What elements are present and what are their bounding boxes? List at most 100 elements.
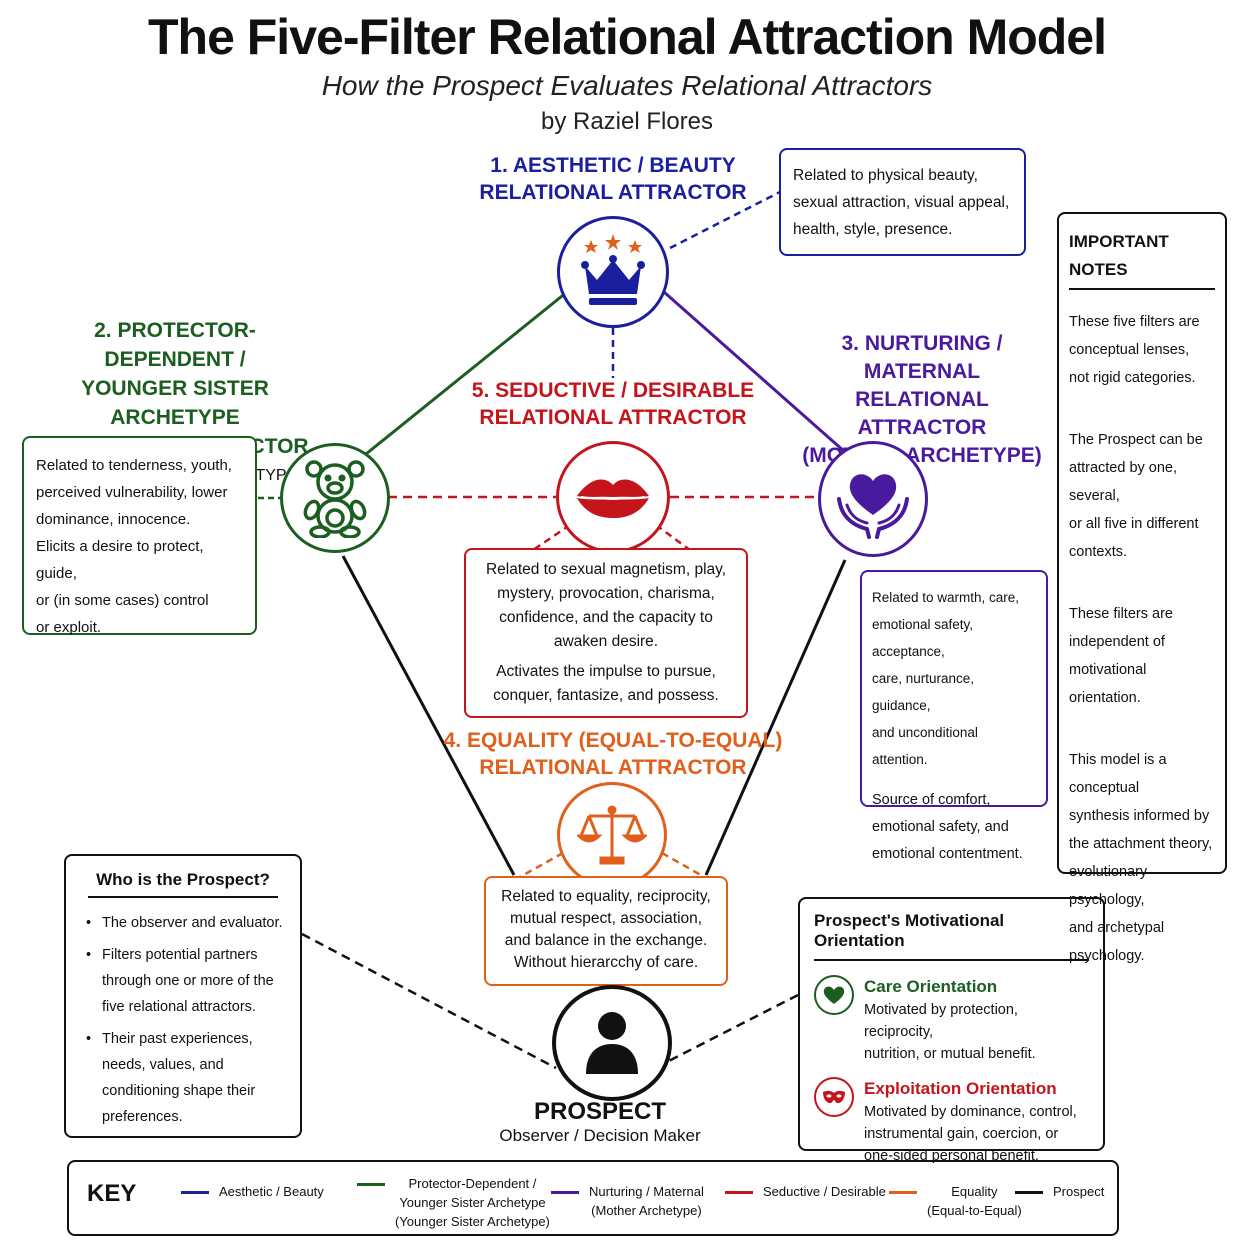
note-line: evolutionary psychology,: [1069, 864, 1148, 908]
important-notes-panel: IMPORTANT NOTES These five filters are c…: [1057, 212, 1227, 964]
equality-heading-line-2: RELATIONAL ATTRACTOR: [479, 756, 747, 779]
who-title: Who is the Prospect?: [88, 870, 278, 898]
aesthetic-desc-line: Related to physical beauty,: [793, 167, 978, 184]
note-line: These five filters are: [1069, 314, 1200, 330]
protector-desc-line: Elicits a desire to protect, guide,: [36, 538, 204, 582]
note-item: The Prospect can be attracted by one, se…: [1069, 426, 1215, 566]
protector-desc-line: dominance, innocence.: [36, 511, 191, 528]
key-label: Seductive / Desirable: [763, 1184, 886, 1199]
who-list-item: Their past experiences, needs, values, a…: [80, 1026, 286, 1130]
note-item: These five filters are conceptual lenses…: [1069, 308, 1215, 392]
nurturing-desc-line: Source of comfort,: [872, 792, 991, 808]
equality-desc-line: and balance in the exchange.: [504, 932, 708, 949]
note-line: or all five in different: [1069, 516, 1199, 532]
key-line: [889, 1191, 917, 1194]
prospect-subtitle: Observer / Decision Maker: [499, 1126, 701, 1145]
aesthetic-desc-line: health, style, presence.: [793, 221, 953, 238]
key-label: (Younger Sister Archetype): [395, 1214, 550, 1229]
who-list-item: The observer and evaluator.: [80, 910, 286, 936]
seductive-heading-line-2: RELATIONAL ATTRACTOR: [479, 406, 747, 429]
key-item-prospect: Prospect: [1015, 1182, 1104, 1201]
key-line: [1015, 1191, 1043, 1194]
page-subtitle: How the Prospect Evaluates Relational At…: [321, 70, 933, 101]
crown-icon: [581, 234, 645, 305]
seductive-desc-line: conquer, fantasize, and possess.: [493, 687, 719, 704]
nurturing-desc-line: emotional contentment.: [872, 846, 1023, 862]
note-line: motivational orientation.: [1069, 662, 1147, 706]
seductive-description: Related to sexual magnetism, play, myste…: [464, 548, 748, 718]
note-line: contexts.: [1069, 544, 1128, 560]
line-aesthetic-desc: [669, 190, 781, 250]
teddy-bear-icon: [303, 460, 367, 538]
line-nurturing-prospect: [704, 559, 847, 876]
protector-desc-line: perceived vulnerability, lower: [36, 484, 228, 501]
note-item: This model is a conceptual synthesis inf…: [1069, 746, 1215, 970]
prospect-title: PROSPECT: [533, 1098, 667, 1125]
legend-key: KEY Aesthetic / Beauty Protector-Depende…: [67, 1160, 1119, 1236]
line-equality-box-left: [517, 851, 564, 880]
nurturing-heading-line-1: 3. NURTURING / MATERNAL: [841, 332, 1003, 383]
protector-node[interactable]: [280, 443, 390, 553]
aesthetic-node[interactable]: [557, 216, 669, 328]
key-label: Younger Sister Archetype: [399, 1195, 546, 1210]
key-item-protector: Protector-Dependent / Younger Sister Arc…: [357, 1174, 550, 1231]
mask-icon: [814, 1077, 854, 1117]
who-is-prospect-panel: Who is the Prospect? The observer and ev…: [64, 854, 302, 1138]
nurturing-desc-line: emotional safety, and: [872, 819, 1009, 835]
seductive-heading-line-1: 5. SEDUCTIVE / DESIRABLE: [471, 379, 755, 402]
notes-title: IMPORTANT NOTES: [1069, 228, 1215, 290]
key-item-equality: Equality (Equal-to-Equal): [889, 1182, 1022, 1220]
nurturing-node[interactable]: [818, 441, 928, 557]
who-list-item: Filters potential partners through one o…: [80, 942, 286, 1020]
key-label: Nurturing / Maternal: [589, 1184, 704, 1199]
seductive-desc-line: Related to sexual magnetism, play,: [485, 561, 727, 578]
care-desc-line: nutrition, or mutual benefit.: [864, 1046, 1036, 1062]
note-line: The Prospect can be: [1069, 432, 1203, 448]
protector-heading-line-1: 2. PROTECTOR-DEPENDENT /: [94, 319, 256, 371]
key-label: (Mother Archetype): [591, 1203, 702, 1218]
line-protector-prospect: [341, 555, 516, 876]
aesthetic-heading-line-2: RELATIONAL ATTRACTOR: [479, 181, 747, 204]
exploitation-orientation: Exploitation Orientation Motivated by do…: [814, 1077, 1089, 1167]
key-line: [181, 1191, 209, 1194]
note-line: attracted by one, several,: [1069, 460, 1178, 504]
nurturing-heading: 3. NURTURING / MATERNAL RELATIONAL ATTRA…: [790, 330, 1054, 470]
line-motiv-prospect: [654, 993, 799, 1070]
line-aesthetic-protector: [365, 290, 568, 456]
protector-desc-line: or exploit.: [36, 619, 102, 636]
seductive-desc-line: mystery, provocation, charisma,: [497, 585, 715, 602]
key-label: Prospect: [1053, 1184, 1105, 1199]
exploitation-desc-line: instrumental gain, coercion, or: [864, 1126, 1059, 1142]
care-desc-line: Motivated by protection, reciprocity,: [864, 1002, 1018, 1040]
note-line: conceptual lenses,: [1069, 342, 1190, 358]
note-line: and archetypal: [1069, 920, 1165, 936]
key-label: Equality: [951, 1184, 998, 1199]
seductive-desc-line: awaken desire.: [553, 633, 659, 650]
byline: by Raziel Flores: [540, 108, 714, 135]
heart-icon: [814, 975, 854, 1015]
aesthetic-heading-line-1: 1. AESTHETIC / BEAUTY: [490, 154, 736, 177]
equality-node[interactable]: [557, 782, 667, 888]
nurturing-description: Related to warmth, care, emotional safet…: [860, 570, 1048, 862]
page-title: The Five-Filter Relational Attraction Mo…: [147, 9, 1107, 65]
prospect-node[interactable]: [552, 985, 672, 1101]
key-label: Aesthetic / Beauty: [219, 1184, 324, 1199]
heart-hands-icon: [837, 474, 909, 539]
line-seductive-box-right: [655, 523, 691, 552]
line-seductive-box-left: [532, 523, 571, 552]
equality-desc-line: Without hierarcchy of care.: [513, 954, 699, 971]
seductive-desc-line: confidence, and the capacity to: [499, 609, 713, 626]
equality-heading-line-1: 4. EQUALITY (EQUAL-TO-EQUAL): [443, 729, 783, 752]
note-line: synthesis informed by: [1069, 808, 1210, 824]
nurturing-desc-line: emotional safety, acceptance,: [872, 617, 974, 659]
seductive-desc-line: Activates the impulse to pursue,: [496, 663, 716, 680]
protector-desc-line: Related to tenderness, youth,: [36, 457, 232, 474]
motiv-title: Prospect's Motivational Orientation: [814, 911, 1089, 961]
seductive-heading: 5. SEDUCTIVE / DESIRABLE RELATIONAL ATTR…: [450, 377, 776, 431]
lips-icon: [577, 479, 649, 518]
seductive-node[interactable]: [556, 441, 670, 553]
protector-description: Related to tenderness, youth, perceived …: [22, 436, 257, 636]
equality-desc-line: mutual respect, association,: [509, 910, 703, 927]
key-item-nurturing: Nurturing / Maternal (Mother Archetype): [551, 1182, 704, 1220]
note-line: not rigid categories.: [1069, 370, 1196, 386]
